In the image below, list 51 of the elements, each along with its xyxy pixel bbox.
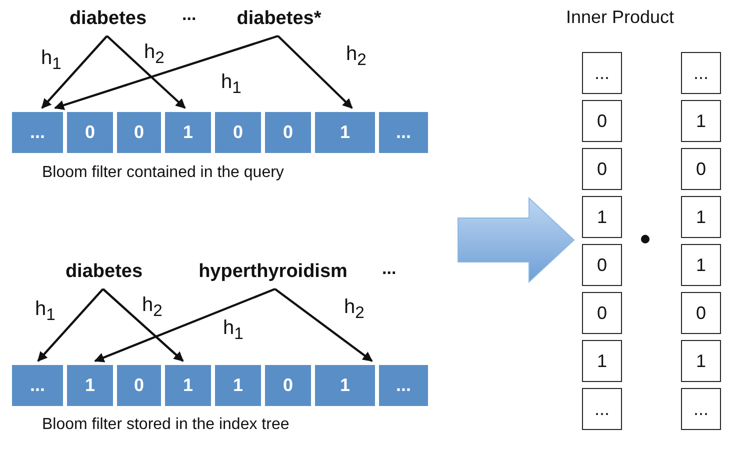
column-heading: Inner Product [566,8,674,26]
arrow [94,288,276,362]
vector-cell: 1 [582,340,622,382]
arrow [37,288,104,362]
vector-cell: 0 [582,292,622,334]
vector-cell: 1 [582,196,622,238]
dot-operator: • [640,225,651,255]
term-label: diabetes [54,257,154,287]
term-label: diabetes [60,4,156,34]
bit-cell: 0 [215,112,261,153]
vector-cell: ... [681,52,721,94]
bit-cell: ... [12,365,63,406]
vector-cell: 1 [681,244,721,286]
vector-cell: ... [681,388,721,430]
vector-cell: 0 [681,292,721,334]
arrow [277,35,353,109]
arrow [102,288,184,362]
vector-cell: 0 [582,148,622,190]
arrow [54,34,278,110]
vector-cell: 0 [582,100,622,142]
bit-cell: ... [379,112,428,153]
vector-cell: 1 [681,196,721,238]
term-label: hyperthyroidism [178,257,368,287]
bit-cell: 1 [215,365,261,406]
bit-cell: ... [379,365,428,406]
bit-cell: ... [12,112,63,153]
bit-cell: 0 [265,365,311,406]
vector-cell: 0 [582,244,622,286]
bit-cell: 0 [67,112,113,153]
bit-cell: 0 [117,112,161,153]
bit-cell: 1 [315,365,375,406]
vector-cell: 1 [681,100,721,142]
bit-cell: 1 [67,365,113,406]
vector-cell: ... [582,52,622,94]
block-arrow [458,196,575,284]
ellipsis: ... [182,6,196,23]
caption: Bloom filter stored in the index tree [42,417,290,433]
term-label: diabetes* [220,4,338,34]
arrow [274,288,373,362]
vector-cell: 0 [681,148,721,190]
bit-cell: 0 [117,365,161,406]
bit-cell: 1 [315,112,375,153]
vector-cell: 1 [681,340,721,382]
bit-cell: 1 [165,365,211,406]
arrow [106,35,186,109]
bit-cell: 1 [165,112,211,153]
caption: Bloom filter contained in the query [42,165,284,181]
ellipsis: ... [382,260,396,277]
arrow [41,35,108,109]
bit-cell: 0 [265,112,311,153]
vector-cell: ... [582,388,622,430]
